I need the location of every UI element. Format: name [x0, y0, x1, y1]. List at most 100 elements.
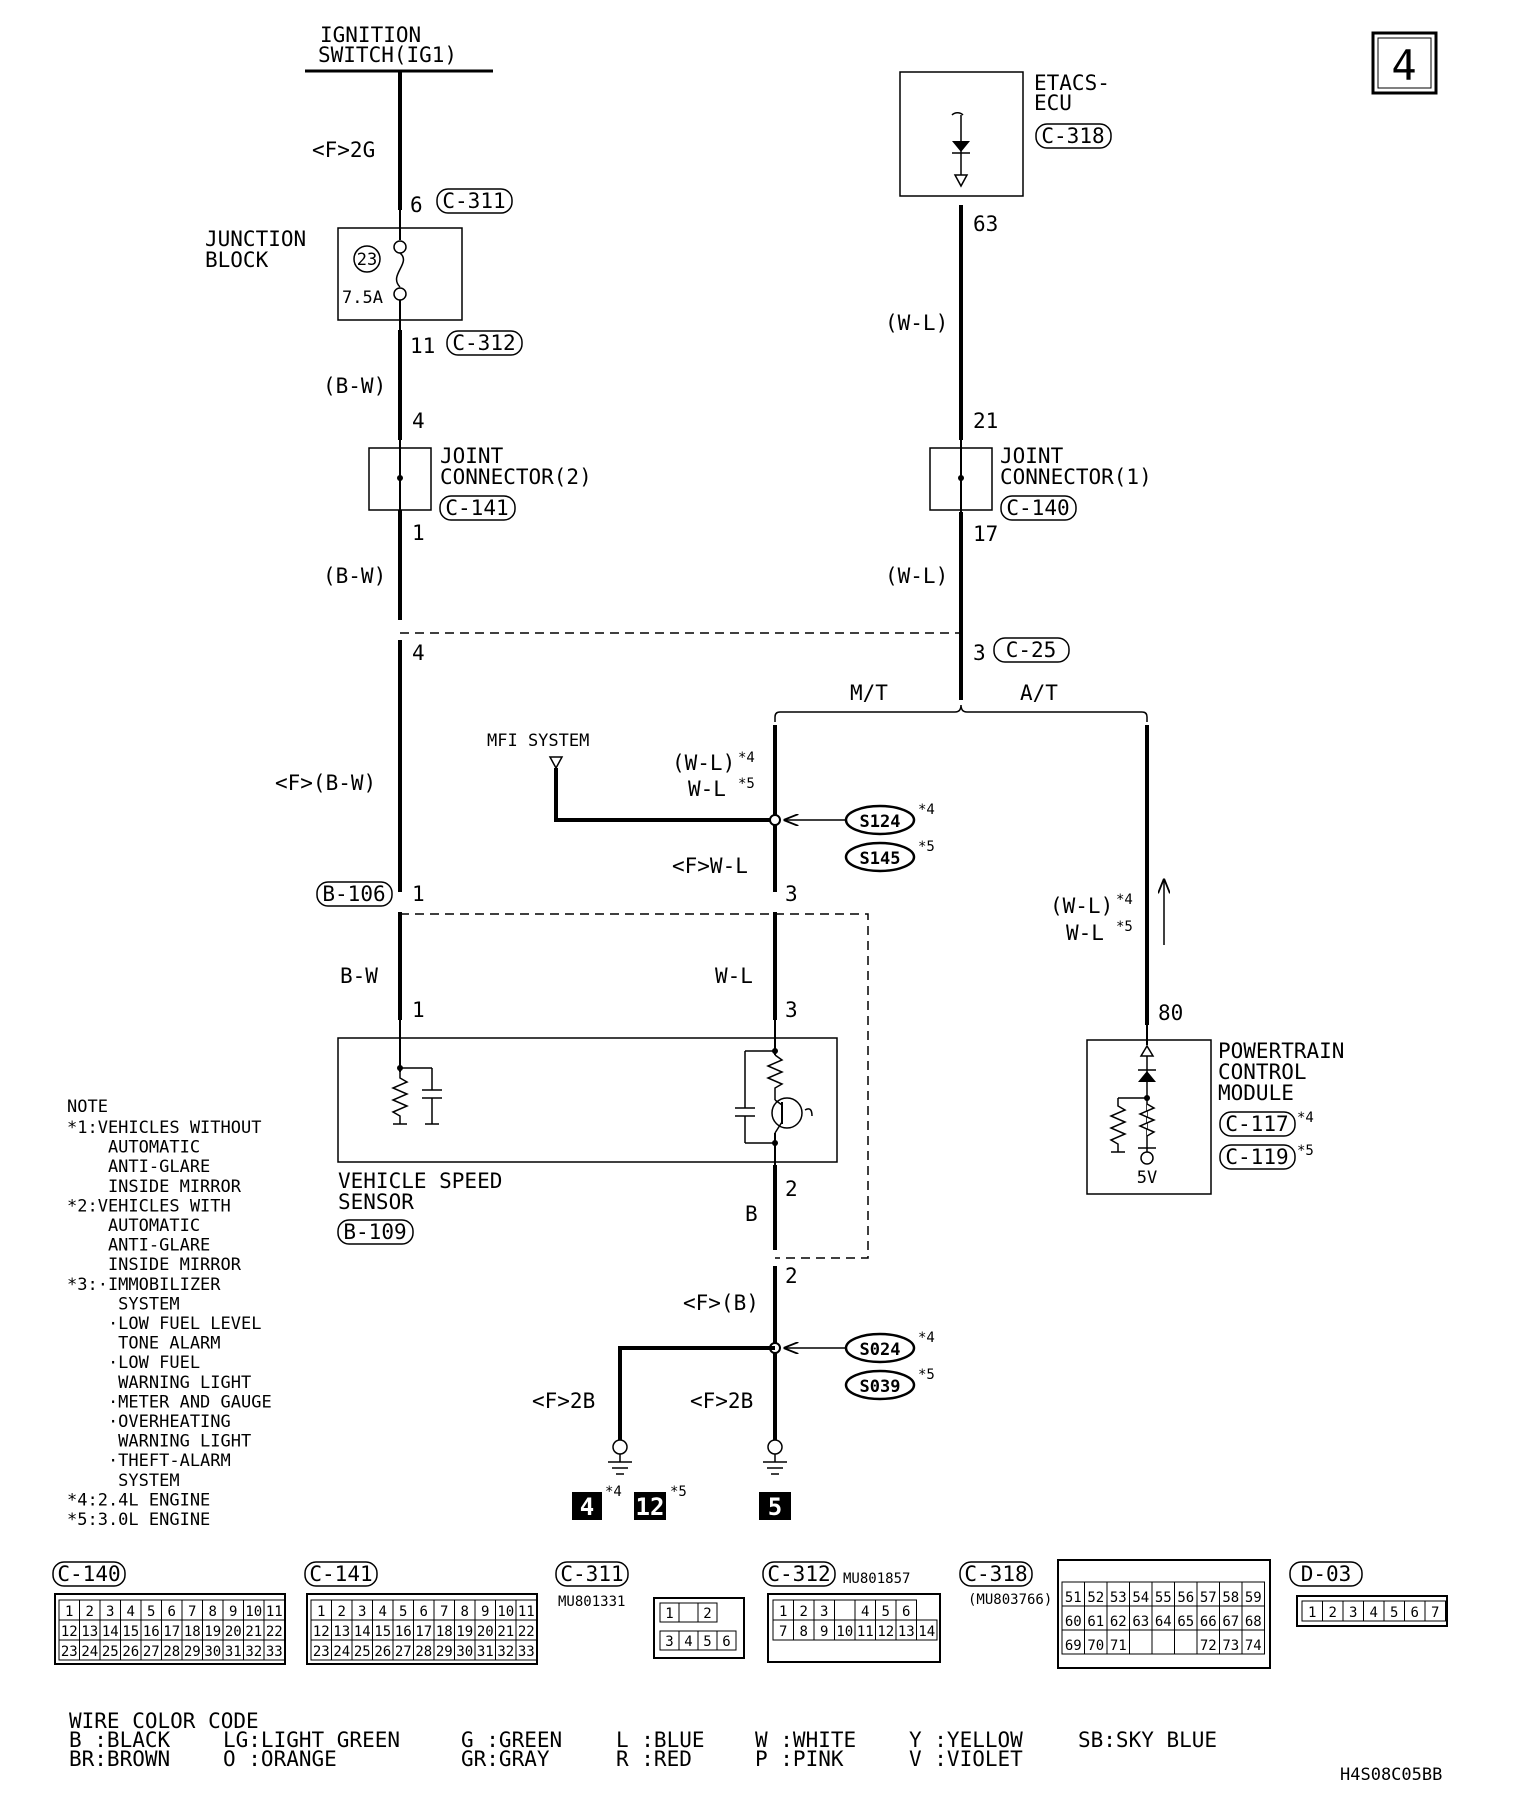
- pin-cell: 16: [143, 1624, 160, 1640]
- pin-cell: 71: [1110, 1638, 1127, 1654]
- pin-cell: 52: [1087, 1590, 1104, 1606]
- splice-s024-label: S024: [860, 1340, 901, 1360]
- vss-label-2: SENSOR: [338, 1190, 414, 1214]
- pin-cell: 63: [1132, 1614, 1149, 1630]
- wire-bw-label-3: B-W: [340, 964, 378, 988]
- splice-s124-dot: [769, 814, 781, 826]
- pin-4-joint2: 4: [412, 409, 425, 433]
- pin-cell: 25: [102, 1644, 119, 1660]
- pin-3-b106: 3: [785, 882, 798, 906]
- pin-cell: 53: [1110, 1590, 1127, 1606]
- note-line: SYSTEM: [67, 1471, 180, 1491]
- powertrain-control-module: 5V: [1086, 1025, 1212, 1195]
- pcm-label-3: MODULE: [1218, 1081, 1294, 1105]
- pin-cell: 29: [184, 1644, 201, 1660]
- pin-cell: 23: [313, 1644, 330, 1660]
- joint2-label-1: JOINT: [440, 444, 504, 468]
- note-line: *1:VEHICLES WITHOUT: [67, 1118, 261, 1138]
- pin-cell: 9: [481, 1604, 489, 1620]
- pin-cell: 3: [820, 1604, 828, 1620]
- pin-cell: 2: [703, 1606, 711, 1622]
- joint1-label-1: JOINT: [1000, 444, 1064, 468]
- pin-3-c25: 3: [973, 641, 986, 665]
- fuse-rating: 7.5A: [342, 288, 383, 308]
- wire-wl-label-3: W-L: [715, 964, 753, 988]
- wire-wl-label-2: (W-L): [885, 564, 948, 588]
- wire-wl-label-1: (W-L): [885, 311, 948, 335]
- pin-cell: 10: [245, 1604, 262, 1620]
- connector-c140-label: C-140: [1006, 496, 1069, 520]
- pin-cell: 20: [225, 1624, 242, 1640]
- pin-cell: 55: [1155, 1590, 1172, 1606]
- mark-4-ground: *4: [605, 1484, 622, 1500]
- view-c312-tag: C-312: [762, 1561, 836, 1587]
- etacs-ecu: [899, 71, 1024, 197]
- pin-cell: 2: [338, 1604, 346, 1620]
- view-c141-label: C-141: [309, 1562, 372, 1586]
- connector-c318-tag: C-318: [1035, 123, 1112, 149]
- pin-cell: 18: [184, 1624, 201, 1640]
- junction-block-label-2: BLOCK: [205, 248, 269, 272]
- pin-cell: 18: [436, 1624, 453, 1640]
- pin-cell: 51: [1065, 1590, 1082, 1606]
- pin-1-joint2: 1: [412, 521, 425, 545]
- wire-wl-s4-label: (W-L): [672, 751, 735, 775]
- view-c311-part: MU801331: [558, 1594, 625, 1610]
- pin-cell: 23: [61, 1644, 78, 1660]
- view-c318-part: (MU803766): [968, 1592, 1052, 1608]
- note-line: ·THEFT-ALARM: [67, 1451, 231, 1471]
- pin-cell: 73: [1222, 1638, 1239, 1654]
- pin-cell: 11: [518, 1604, 535, 1620]
- pin-cell: 15: [122, 1624, 139, 1640]
- connector-c119-tag: C-119: [1219, 1144, 1296, 1170]
- note-line: SYSTEM: [67, 1294, 180, 1314]
- mark-5-pcm: *5: [1116, 919, 1133, 935]
- connector-c25-tag-label: C-25: [1006, 638, 1057, 662]
- ignition-label-1: IGNITION: [320, 23, 421, 47]
- pin-cell: 27: [395, 1644, 412, 1660]
- pin-cell: 62: [1110, 1614, 1127, 1630]
- mark-5-s039: *5: [918, 1367, 935, 1383]
- pin-cell: 7: [1431, 1605, 1439, 1621]
- pin-cell: 2: [86, 1604, 94, 1620]
- pin-cell: 32: [497, 1644, 514, 1660]
- pin-cell: 28: [415, 1644, 432, 1660]
- connector-c311-label: C-311: [442, 189, 505, 213]
- view-c318-tag: C-318: [959, 1561, 1033, 1587]
- pin-cell: 11: [266, 1604, 283, 1620]
- pin-cell: 5: [703, 1634, 711, 1650]
- joint1-label-2: CONNECTOR(1): [1000, 465, 1152, 489]
- mfi-branch-wire: [554, 768, 775, 822]
- splice-s039-tag: S039: [844, 1369, 916, 1401]
- pcm-label-2: CONTROL: [1218, 1060, 1307, 1084]
- pin-cell: 10: [497, 1604, 514, 1620]
- at-label: A/T: [1020, 681, 1058, 705]
- mfi-system-label: MFI SYSTEM: [487, 731, 589, 751]
- pin-cell: 11: [857, 1624, 874, 1640]
- pin-1-b106: 1: [412, 882, 425, 906]
- pin-cell: 69: [1065, 1638, 1082, 1654]
- pin-2-b106: 2: [785, 1264, 798, 1288]
- pin-cell: 17: [415, 1624, 432, 1640]
- pin-cell: 16: [395, 1624, 412, 1640]
- junction-block-label-1: JUNCTION: [205, 227, 306, 251]
- wire-code-item: L :BLUE: [616, 1728, 705, 1752]
- note-line: TONE ALARM: [67, 1334, 221, 1354]
- note-line: *3:·IMMOBILIZER: [67, 1275, 221, 1295]
- pin-cell: 59: [1245, 1590, 1262, 1606]
- pin-cell: 20: [477, 1624, 494, 1640]
- wire-code-item: Y :YELLOW: [909, 1728, 1023, 1752]
- pin-4-c25: 4: [412, 641, 425, 665]
- joint-connector-1: [929, 440, 993, 518]
- pin-cell: 56: [1177, 1590, 1194, 1606]
- note-line: INSIDE MIRROR: [67, 1255, 242, 1275]
- pin-cell: 33: [266, 1644, 283, 1660]
- pin-cell: 2: [1329, 1605, 1337, 1621]
- vss-label-1: VEHICLE SPEED: [338, 1169, 502, 1193]
- pin-6: 6: [410, 193, 423, 217]
- connector-c119-label: C-119: [1225, 1145, 1288, 1169]
- pin-cell: 54: [1132, 1590, 1149, 1606]
- pin-80: 80: [1158, 1001, 1183, 1025]
